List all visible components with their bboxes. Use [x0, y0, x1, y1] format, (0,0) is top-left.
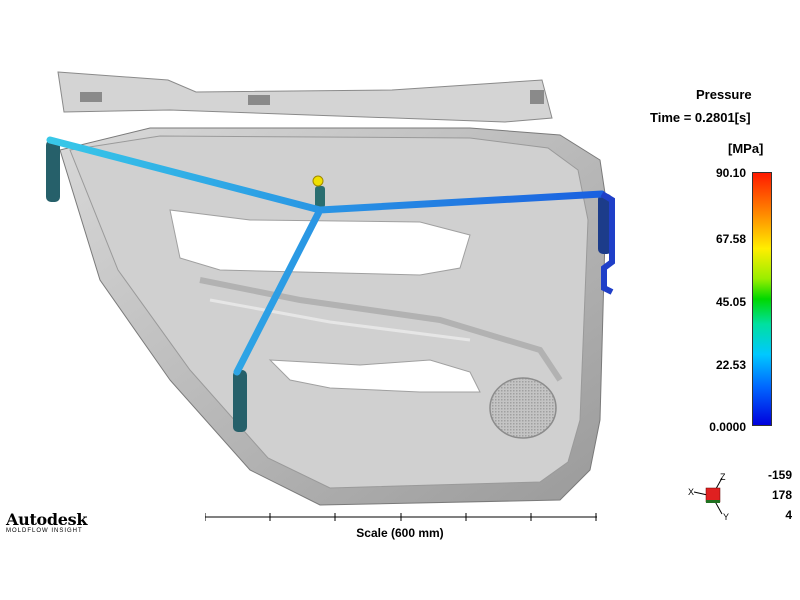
unit-label: [MPa] [728, 141, 764, 156]
axis-x-label: X [688, 487, 694, 497]
result-title: Pressure [696, 87, 752, 102]
legend-tick: 22.53 [715, 358, 746, 372]
legend-tick: 45.05 [715, 295, 746, 309]
rotation-z-value: 4 [785, 508, 792, 522]
lower-opening [268, 359, 481, 393]
legend-tick-min: 0.0000 [709, 420, 746, 434]
legend-tick-max: 90.10 [715, 166, 746, 180]
rotation-y-value: 178 [771, 488, 792, 502]
rotation-x-value: -159 [767, 468, 792, 482]
upper-opening [169, 209, 471, 276]
speaker-grille [489, 377, 557, 439]
axis-z-label: Z [720, 472, 726, 482]
scale-bar [205, 513, 597, 521]
injection-point-icon [312, 175, 324, 187]
logo-product: MOLDFLOW INSIGHT [6, 528, 83, 534]
legend-tick: 67.58 [715, 232, 746, 246]
runner-system [46, 136, 606, 376]
autodesk-logo: Autodesk MOLDFLOW INSIGHT [6, 510, 87, 534]
logo-brand: Autodesk [6, 510, 88, 529]
color-scale-bar [752, 172, 772, 426]
axis-triad-icon: X Z Y [688, 472, 729, 522]
axis-y-label: Y [723, 512, 729, 522]
scale-label: Scale (600 mm) [356, 526, 444, 540]
time-label: Time = 0.2801[s] [650, 110, 751, 125]
top-flange [57, 71, 553, 123]
